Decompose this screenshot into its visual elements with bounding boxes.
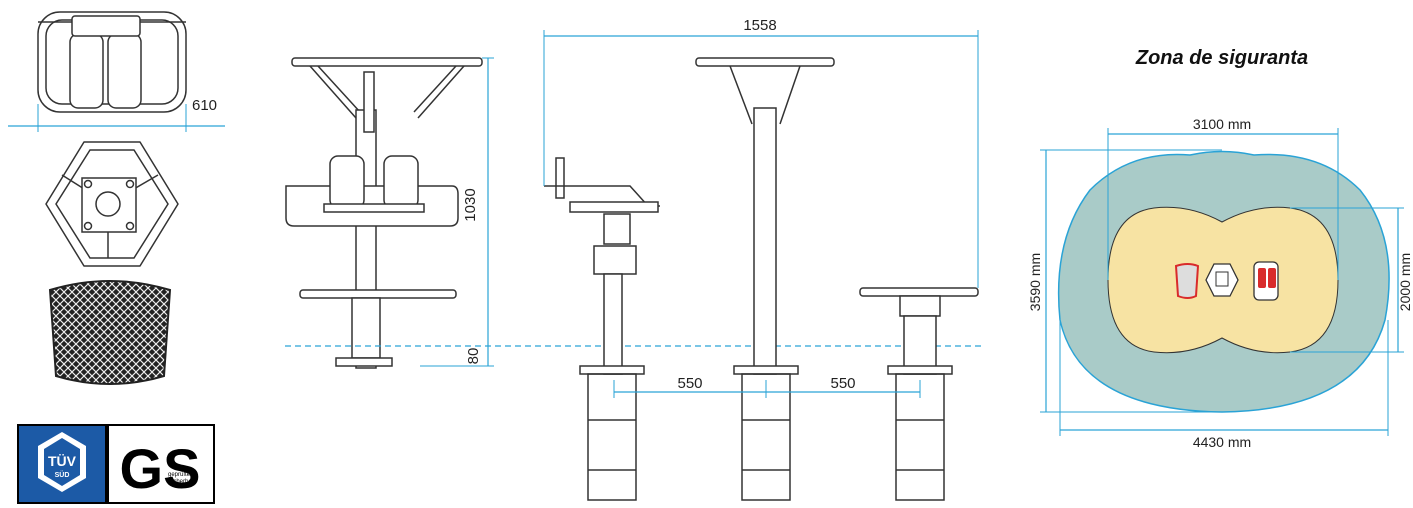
gs-caption-1: geprüfte <box>168 472 191 478</box>
dim-top-depth: 610 <box>192 97 217 114</box>
tuv-text: TÜV <box>48 453 77 469</box>
dim-total-length: 1558 <box>743 17 776 34</box>
canopy-front <box>291 57 483 67</box>
tuv-badge: TÜV SÜD <box>17 424 107 504</box>
gs-text: GS <box>120 437 201 500</box>
gs-caption-2: Sicherheit <box>168 479 195 485</box>
foundation-right <box>887 365 953 501</box>
dim-spacing-right: 550 <box>830 375 855 392</box>
side-dimensions: 1558 550 550 <box>543 17 979 398</box>
dim-spacing-left: 550 <box>677 375 702 392</box>
gs-badge: GS geprüfte Sicherheit <box>107 424 215 504</box>
safety-zone-title: Zona de siguranta <box>1135 47 1308 69</box>
dim-zone-outer-height: 3590 mm <box>1027 253 1043 311</box>
dim-zone-outer-width: 4430 mm <box>1193 434 1251 450</box>
seat-left <box>69 33 104 109</box>
dim-zone-inner-height: 2000 mm <box>1397 253 1413 311</box>
top-view <box>37 11 187 113</box>
chair-post <box>603 273 623 375</box>
dim-zone-inner-width: 3100 mm <box>1193 116 1251 132</box>
canopy-top-view <box>45 141 179 267</box>
zone-platform-icon <box>1174 263 1200 299</box>
mesh-panel <box>48 280 172 385</box>
safety-zone-diagram <box>1057 150 1390 413</box>
seat-right <box>107 33 142 109</box>
front-elevation <box>285 57 483 369</box>
foundation-center <box>733 365 799 501</box>
foundation-left <box>579 365 645 501</box>
safety-zone-dimensions <box>1040 128 1404 436</box>
dim-ground-depth: 80 <box>465 348 482 365</box>
main-post-side <box>753 107 777 375</box>
top-view-dimension: 610 <box>8 97 225 132</box>
platform-side <box>859 287 979 297</box>
zone-canopy-icon <box>1205 263 1239 297</box>
sud-text: SÜD <box>55 470 70 479</box>
top-view-frame <box>37 11 187 113</box>
canopy-side <box>695 57 835 67</box>
dim-front-height: 1030 <box>462 188 479 221</box>
front-dimensions: 1030 80 <box>420 57 494 367</box>
side-elevation <box>544 57 979 501</box>
platform-front <box>299 289 457 299</box>
